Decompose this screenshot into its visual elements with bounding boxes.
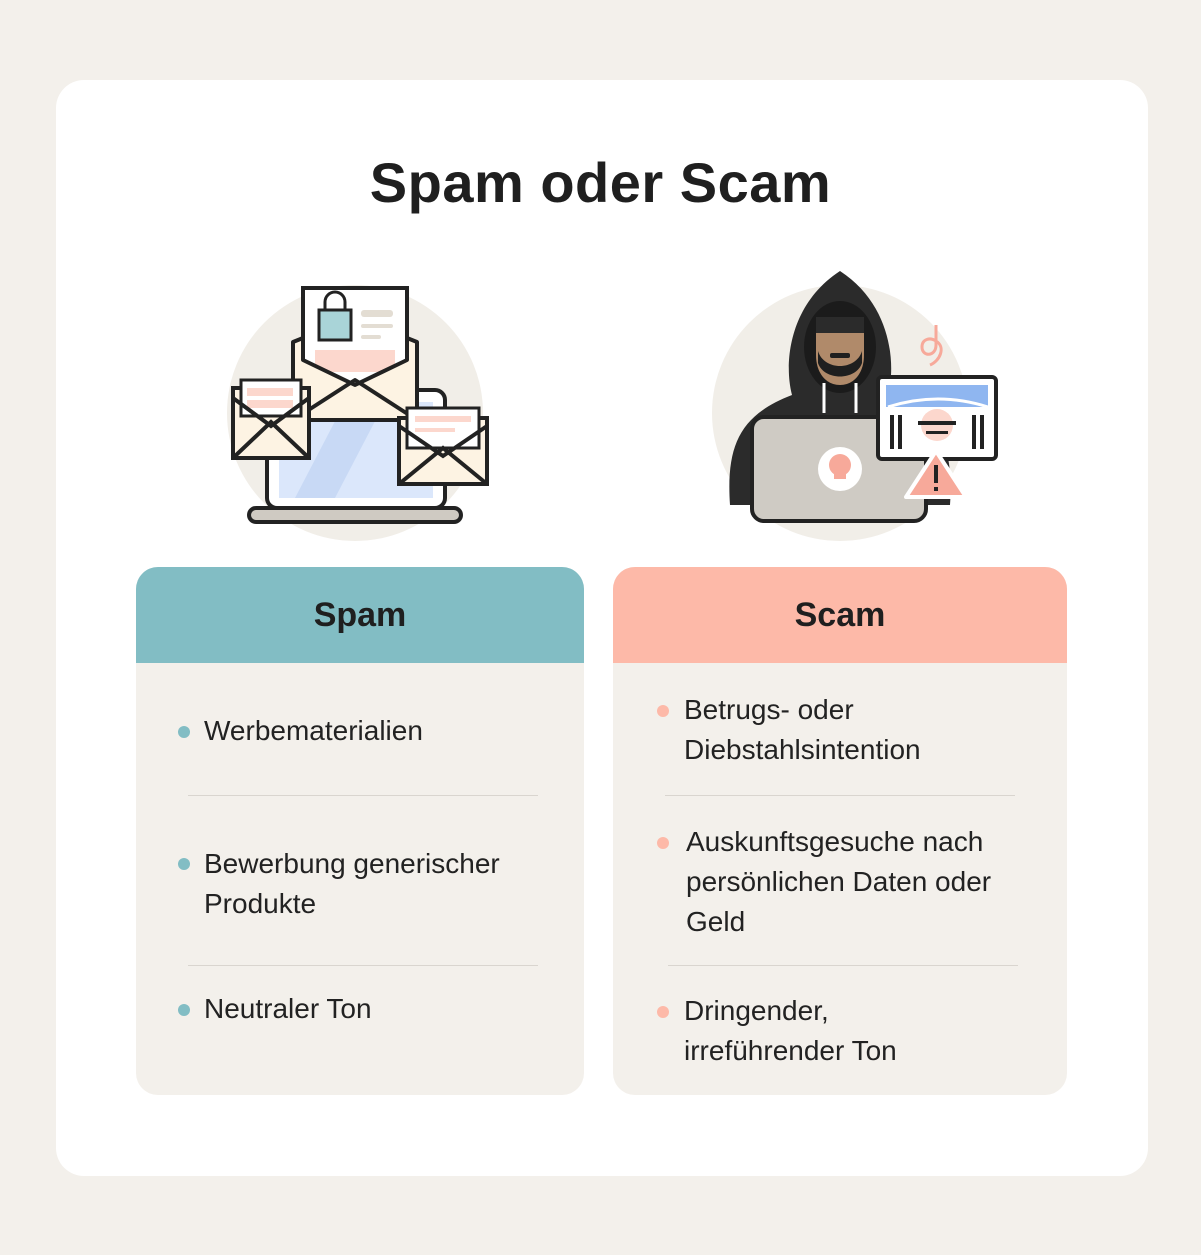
bullet-dot: [178, 858, 190, 870]
divider: [188, 795, 538, 796]
divider: [188, 965, 538, 966]
bullet-dot: [657, 837, 669, 849]
spam-heading: Spam: [136, 567, 584, 663]
spam-item-3: Neutraler Ton: [204, 993, 372, 1024]
scam-column: Scam: [613, 567, 1067, 1095]
spam-item-2: Bewerbung generischer Produkte: [204, 848, 500, 919]
scam-item-1: Betrugs- oder Diebstahlsintention: [684, 694, 921, 765]
scam-item-2: Auskunftsgesuche nach persönlichen Daten…: [686, 826, 992, 937]
bullet-dot: [178, 1004, 190, 1016]
hooded-hacker-laptop-icon: [712, 271, 998, 541]
scam-item-3: Dringender, irreführender Ton: [684, 995, 897, 1066]
spam-item-1: Werbematerialien: [204, 715, 423, 746]
spam-column: Spam: [136, 567, 584, 1095]
bullet-dot: [657, 705, 669, 717]
divider: [668, 965, 1018, 966]
bullet-dot: [178, 726, 190, 738]
page-title: Spam oder Scam: [369, 151, 832, 214]
bullet-dot: [657, 1006, 669, 1018]
divider: [665, 795, 1015, 796]
envelopes-laptop-icon: [227, 285, 489, 541]
scam-heading: Scam: [613, 567, 1067, 663]
